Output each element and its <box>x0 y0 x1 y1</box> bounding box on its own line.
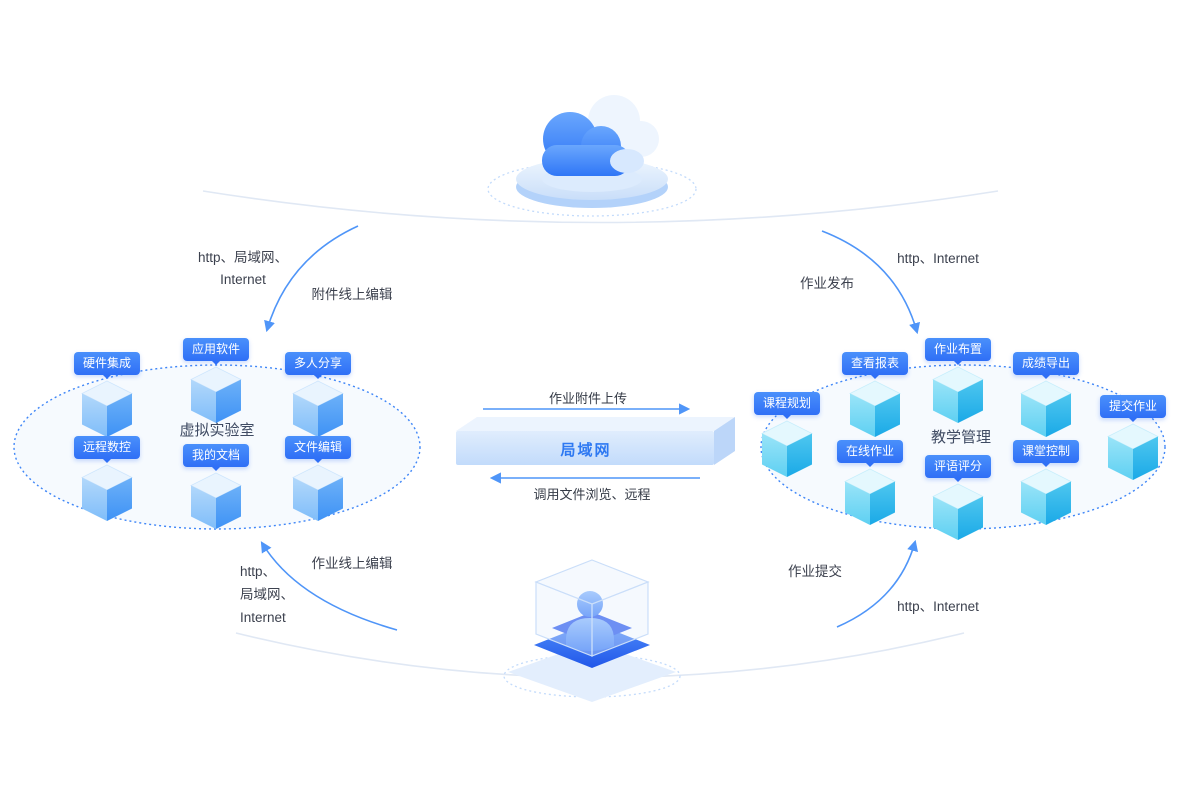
cube-icon <box>292 464 344 522</box>
node-badge: 成绩导出 <box>1012 352 1080 379</box>
cube-icon <box>81 380 133 438</box>
node-badge: 文件编辑 <box>284 436 352 463</box>
node-my-documents: 我的文档 <box>182 444 250 530</box>
arrow-user-to-lab <box>260 541 398 631</box>
conn-top-left-action: 附件线上编辑 <box>311 287 393 302</box>
node-badge: 评语评分 <box>924 455 992 482</box>
cube-icon <box>1020 468 1072 526</box>
arrow-user-to-management <box>836 539 919 628</box>
cube-icon <box>849 380 901 438</box>
node-badge: 提交作业 <box>1099 395 1167 422</box>
cube-icon <box>932 366 984 424</box>
cube-icon <box>932 483 984 541</box>
node-application-software: 应用软件 <box>182 338 250 424</box>
lan-download-label: 调用文件浏览、远程 <box>533 487 651 502</box>
top-arc <box>202 190 999 224</box>
right-cluster-title: 教学管理 <box>930 429 992 446</box>
node-badge: 课堂控制 <box>1012 440 1080 467</box>
cube-icon <box>1107 423 1159 481</box>
lan-platform <box>456 417 735 465</box>
user-icon <box>503 559 681 702</box>
arrow-cloud-to-lab <box>264 225 359 333</box>
conn-bottom-right-protocol: http、Internet <box>897 599 979 614</box>
conn-top-right-protocol: http、Internet <box>897 251 979 266</box>
node-course-planning: 课程规划 <box>753 392 821 478</box>
node-hardware-integration: 硬件集成 <box>73 352 141 438</box>
cube-icon <box>844 468 896 526</box>
node-grade-export: 成绩导出 <box>1012 352 1080 438</box>
node-badge: 作业布置 <box>924 338 992 365</box>
node-submit-homework: 提交作业 <box>1099 395 1167 481</box>
arrow-cloud-to-management <box>821 230 920 335</box>
node-remote-control: 远程数控 <box>73 436 141 522</box>
node-online-homework: 在线作业 <box>836 440 904 526</box>
conn-bottom-right-action: 作业提交 <box>788 564 842 579</box>
cube-icon <box>1020 380 1072 438</box>
cube-icon <box>81 464 133 522</box>
lan-title: 局域网 <box>560 442 612 459</box>
left-cluster-title: 虚拟实验室 <box>179 422 255 439</box>
cube-icon <box>190 472 242 530</box>
conn-bottom-left-protocol: http、 局域网、 Internet <box>240 564 294 625</box>
cube-icon <box>190 366 242 424</box>
conn-top-left-protocol: http、局域网、 Internet <box>197 250 289 287</box>
node-badge: 查看报表 <box>841 352 909 379</box>
conn-top-right-action: 作业发布 <box>800 276 854 291</box>
node-assign-homework: 作业布置 <box>924 338 992 424</box>
node-badge: 我的文档 <box>182 444 250 471</box>
node-badge: 应用软件 <box>182 338 250 365</box>
cube-icon <box>292 380 344 438</box>
node-badge: 硬件集成 <box>73 352 141 379</box>
node-comment-grading: 评语评分 <box>924 455 992 541</box>
conn-bottom-left-action: 作业线上编辑 <box>311 556 393 571</box>
node-file-editing: 文件编辑 <box>284 436 352 522</box>
lan-upload-label: 作业附件上传 <box>548 391 628 406</box>
node-badge: 远程数控 <box>73 436 141 463</box>
node-badge: 在线作业 <box>836 440 904 467</box>
cloud-icon <box>487 95 697 217</box>
node-badge: 多人分享 <box>284 352 352 379</box>
node-badge: 课程规划 <box>753 392 821 419</box>
node-view-reports: 查看报表 <box>841 352 909 438</box>
node-classroom-control: 课堂控制 <box>1012 440 1080 526</box>
node-multi-user-sharing: 多人分享 <box>284 352 352 438</box>
cube-icon <box>761 420 813 478</box>
